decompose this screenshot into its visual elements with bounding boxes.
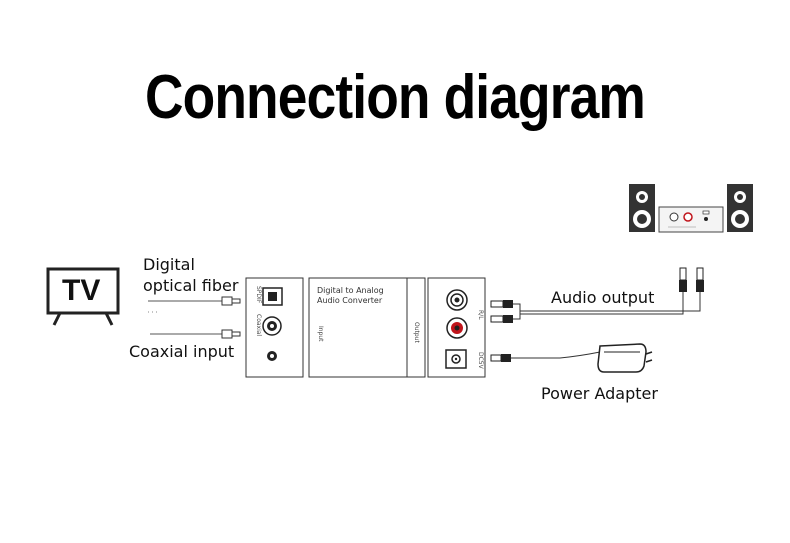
- spdif-label: SPDIF: [255, 286, 262, 304]
- power-adapter-icon: [597, 343, 653, 373]
- coaxial-cable: [148, 311, 241, 339]
- power-cable: [490, 351, 601, 362]
- tv-label: TV: [62, 274, 101, 307]
- label-coaxial-input: Coaxial input: [129, 342, 235, 361]
- label-optical-fiber: optical fiber: [143, 276, 239, 295]
- speaker-system-icon: [629, 184, 753, 233]
- tv-icon: [46, 267, 120, 326]
- rca-cable: [490, 267, 704, 323]
- optical-cable: [148, 296, 241, 306]
- dc5v-label: DC5V: [477, 352, 484, 369]
- converter-title-line2: Audio Converter: [317, 296, 383, 305]
- rl-label: R/L: [477, 310, 484, 320]
- label-digital: Digital: [143, 255, 195, 274]
- input-label: Input: [317, 326, 324, 342]
- label-power-adapter: Power Adapter: [541, 384, 658, 403]
- converter-output-panel: [427, 277, 486, 378]
- label-audio-output: Audio output: [551, 288, 655, 307]
- output-label: Output: [413, 322, 420, 343]
- converter-body: [308, 277, 426, 378]
- converter-input-panel: [245, 277, 304, 378]
- converter-title-line1: Digital to Analog: [317, 286, 384, 295]
- page-title: Connection diagram: [144, 63, 646, 132]
- coaxial-port-label: Coaxial: [255, 314, 262, 337]
